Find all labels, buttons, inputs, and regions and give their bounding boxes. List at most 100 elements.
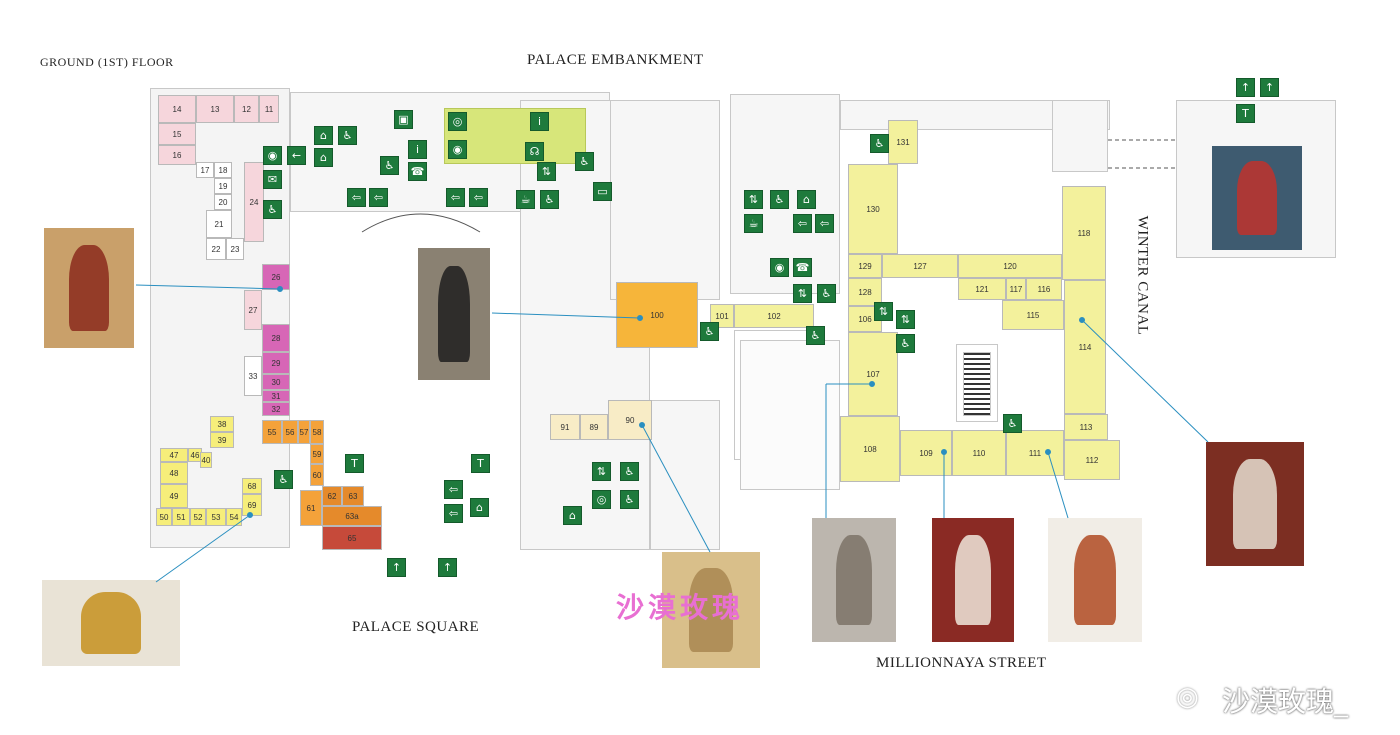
info-icon: i (408, 140, 427, 159)
room-69: 69 (242, 494, 262, 516)
cloakroom-icon: ⌂ (797, 190, 816, 209)
street-label: MILLIONNAYA STREET (876, 655, 1047, 671)
camera-icon: ◎ (592, 490, 611, 509)
room-59: 59 (310, 444, 324, 464)
audio-guide-icon: ☎ (408, 162, 427, 181)
zeus-statue-photo (812, 518, 896, 642)
room-21: 21 (206, 210, 232, 238)
room-15: 15 (158, 123, 196, 145)
building-outline (740, 340, 840, 490)
entrance-icon: ↑ (438, 558, 457, 577)
eye-icon: ◉ (263, 146, 282, 165)
room-38: 38 (210, 416, 234, 432)
wheelchair-icon: ♿ (620, 462, 639, 481)
entrance-icon: ↑ (387, 558, 406, 577)
room-29: 29 (262, 352, 290, 374)
room-54: 54 (226, 508, 242, 526)
room-18: 18 (214, 162, 232, 178)
courtyard-arc (361, 213, 481, 233)
computer-icon: ▭ (593, 182, 612, 201)
room-62: 62 (322, 486, 342, 506)
room-91: 91 (550, 414, 580, 440)
wheelchair-icon: ♿ (700, 322, 719, 341)
assyrian-relief-photo-subject (689, 568, 733, 652)
room-33: 33 (244, 356, 262, 396)
eye-icon: ◉ (770, 258, 789, 277)
toilet-icon: ♿ (338, 126, 357, 145)
room-40: 40 (200, 452, 212, 468)
exit-arrow-icon: ← (287, 146, 306, 165)
room-30: 30 (262, 374, 290, 390)
sarcophagus-photo (1206, 442, 1304, 566)
tickets-icon: T (345, 454, 364, 473)
room-32: 32 (262, 402, 290, 416)
exit-icon: ⇦ (347, 188, 366, 207)
room-23: 23 (226, 238, 244, 260)
room-68: 68 (242, 478, 262, 494)
assyrian-relief-photo (662, 552, 760, 668)
exit-icon: ⇦ (446, 188, 465, 207)
throne-room-photo-subject (1237, 160, 1277, 236)
floor-title: GROUND (1ST) FLOOR (40, 55, 174, 69)
egyptian-statue-photo (418, 248, 490, 380)
projector-icon: ▣ (394, 110, 413, 129)
room-50: 50 (156, 508, 172, 526)
canal-label: WINTER CANAL (1134, 215, 1151, 336)
elevator-icon: ⇅ (592, 462, 611, 481)
camera-icon: ◎ (448, 112, 467, 131)
weibo-logo-icon: ◎ (1176, 682, 1199, 712)
elevator-icon: ⇅ (874, 302, 893, 321)
room-118: 118 (1062, 186, 1106, 280)
elevator-icon: ⇅ (537, 162, 556, 181)
room-28: 28 (262, 324, 290, 352)
entrance-icon: ↑ (1236, 78, 1255, 97)
room-113: 113 (1064, 414, 1108, 440)
audio-guide-icon: ☎ (793, 258, 812, 277)
exit-icon: ⇦ (369, 188, 388, 207)
room-16: 16 (158, 145, 196, 165)
room-128: 128 (848, 278, 882, 306)
room-20: 20 (214, 194, 232, 210)
toilet-icon: ♿ (1003, 414, 1022, 433)
room-112: 112 (1064, 440, 1120, 480)
room-48: 48 (160, 462, 188, 484)
wheelchair-icon: ♿ (380, 156, 399, 175)
room-120: 120 (958, 254, 1062, 278)
room-63: 63 (342, 486, 364, 506)
eye-icon: ◉ (448, 140, 467, 159)
building-outline (1052, 100, 1108, 172)
room-111: 111 (1006, 430, 1064, 476)
room-24: 24 (244, 162, 264, 242)
room-56: 56 (282, 420, 298, 444)
throne-room-photo (1212, 146, 1302, 250)
exit-icon: ⇦ (469, 188, 488, 207)
cafe-icon: ☕ (744, 214, 763, 233)
room-47: 47 (160, 448, 188, 462)
wheelchair-icon: ♿ (806, 326, 825, 345)
cloakroom-icon: ⌂ (314, 148, 333, 167)
room-110: 110 (952, 430, 1006, 476)
room-121: 121 (958, 278, 1006, 300)
toilet-icon: ♿ (770, 190, 789, 209)
entrance-icon: ↑ (1260, 78, 1279, 97)
greek-vase-photo (1048, 518, 1142, 642)
toilet-icon: ♿ (274, 470, 293, 489)
elevator-icon: ⇅ (793, 284, 812, 303)
exit-icon: ⇦ (444, 480, 463, 499)
room-131: 131 (888, 120, 918, 164)
audio-guide-icon: ☊ (525, 142, 544, 161)
room-130: 130 (848, 164, 898, 254)
room-65: 65 (322, 526, 382, 550)
wheelchair-icon: ♿ (540, 190, 559, 209)
room-116: 116 (1026, 278, 1062, 300)
room-102: 102 (734, 304, 814, 328)
room-53: 53 (206, 508, 226, 526)
room-19: 19 (214, 178, 232, 194)
room-108: 108 (840, 416, 900, 482)
room-57: 57 (298, 420, 310, 444)
room-31: 31 (262, 390, 290, 402)
watermark-center: 沙漠玫瑰 (616, 591, 745, 624)
watermark-corner: 沙漠玫瑰_ (1222, 685, 1349, 718)
cloakroom-icon: ⌂ (563, 506, 582, 525)
